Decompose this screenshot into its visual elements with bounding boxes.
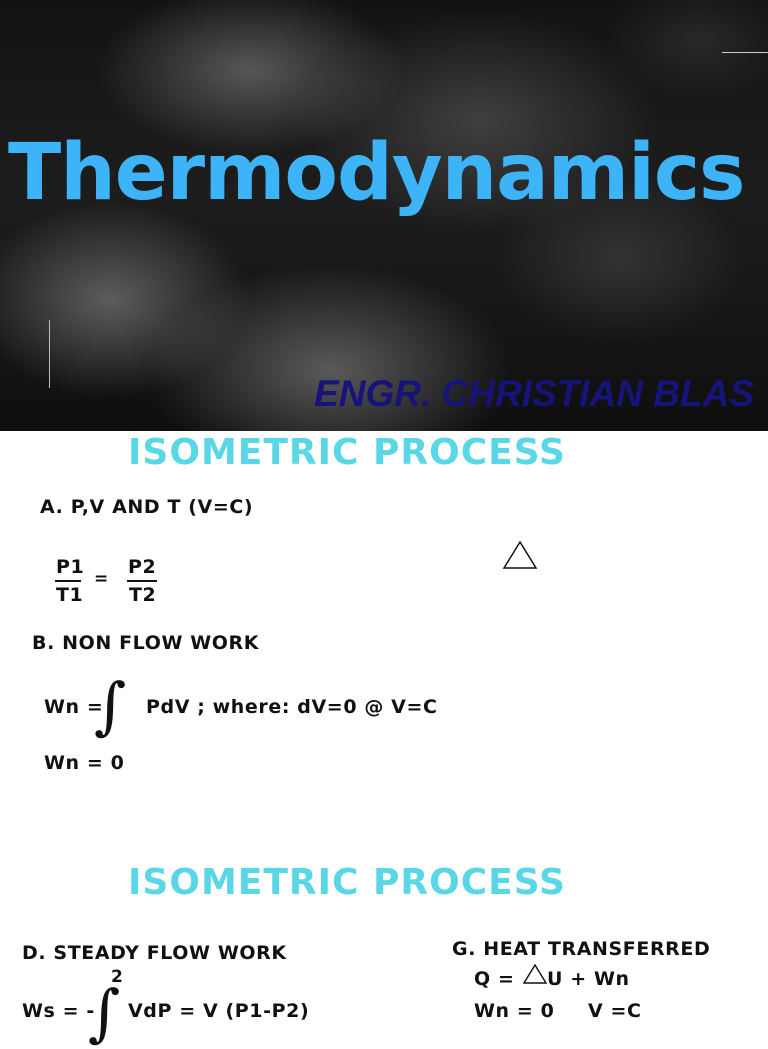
- equals-sign: =: [94, 569, 109, 589]
- fraction-denominator: T2: [129, 584, 157, 606]
- fraction-numerator: P2: [128, 556, 157, 578]
- triangle-delta-icon: [523, 964, 547, 984]
- q-label: Q =: [474, 968, 515, 990]
- triangle-delta-icon: [502, 540, 538, 570]
- ws-label: Ws = -: [22, 1000, 95, 1022]
- q-equation: U + Wn: [547, 968, 630, 990]
- wn-result: Wn = 0: [44, 752, 125, 774]
- item-a-label: A. P,V AND T (V=C): [40, 496, 254, 518]
- section-heading: ISOMETRIC PROCESS: [128, 862, 566, 903]
- integrand-text: PdV ; where: dV=0 @ V=C: [146, 696, 438, 718]
- item-d-label: D. STEADY FLOW WORK: [22, 942, 287, 964]
- integral-sign: ∫: [94, 669, 127, 742]
- slide-title: Thermodynamics: [8, 128, 745, 218]
- item-b-label: B. NON FLOW WORK: [32, 632, 260, 654]
- decorative-line: [49, 320, 50, 388]
- author-name: ENGR. CHRISTIAN BLAS: [314, 373, 754, 414]
- integral-sign: ∫: [88, 976, 121, 1049]
- integral-upper-limit: 2: [111, 967, 124, 987]
- fraction-numerator: P1: [56, 556, 85, 578]
- fraction-bar: [55, 580, 81, 582]
- fraction-denominator: T1: [56, 584, 84, 606]
- constant-volume: V =C: [588, 1000, 642, 1022]
- wn-zero: Wn = 0: [474, 1000, 555, 1022]
- fraction-bar: [127, 580, 157, 582]
- section-heading: ISOMETRIC PROCESS: [128, 432, 566, 473]
- title-slide: Thermodynamics ENGR. CHRISTIAN BLAS: [0, 0, 768, 431]
- wn-label: Wn =: [44, 696, 104, 718]
- item-g-label: G. HEAT TRANSFERRED: [452, 938, 711, 960]
- ws-equation: VdP = V (P1-P2): [128, 1000, 310, 1022]
- decorative-line: [722, 52, 768, 53]
